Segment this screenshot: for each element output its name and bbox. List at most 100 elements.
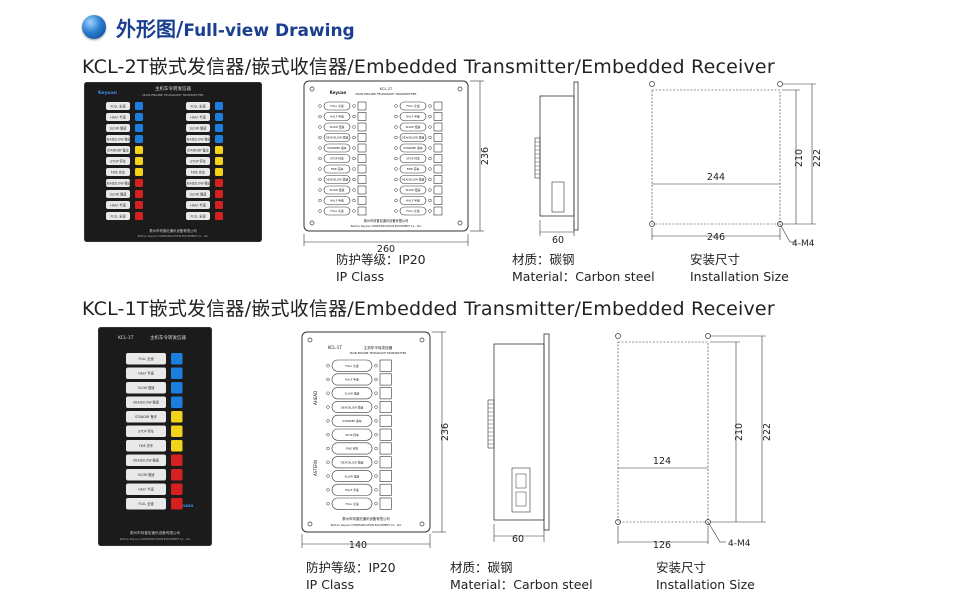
photo-order-button (106, 168, 130, 176)
photo-order-lamp (135, 124, 143, 132)
photo-order-label: SLOW 慢速 (138, 472, 156, 477)
installation-size-label-2: 安装尺寸 Installation Size (656, 560, 755, 592)
drawing-order-lamp (379, 456, 392, 469)
drawing-order-lamp (433, 154, 443, 163)
drawing-order-lamp (433, 196, 443, 205)
drawing-order-lamp (379, 470, 392, 482)
photo-order-lamp (215, 157, 223, 165)
drawing-order-lamp (357, 133, 367, 142)
photo-order-button (106, 179, 130, 187)
drawing-order-button (323, 122, 351, 132)
mount-hole (649, 221, 655, 227)
cutout-outline (651, 89, 781, 225)
kcl-2t-photo: 主机车令转发信器 MAIN ENGINE TELEGRAPH TRANSMITT… (84, 82, 262, 242)
front-panel-outline (303, 80, 469, 232)
drawing-indicator (394, 135, 398, 140)
drawing-order-lamp (433, 122, 443, 132)
drawing-order-label: FULL 全速 (330, 209, 343, 213)
drawing-order-label: STANDBY 备车 (403, 146, 423, 150)
drawing-indicator (428, 156, 432, 161)
photo-order-button (186, 190, 210, 198)
photo-order-lamp (215, 113, 223, 121)
photo-order-label: SLOW 慢速 (190, 191, 208, 196)
photo-order-lamp (171, 483, 183, 495)
ip-class-label-2: 防护等级：IP20 IP Class (306, 560, 396, 592)
drawing-order-label: SLOW 慢速 (330, 125, 345, 129)
drawing-order-label: FULL 全速 (345, 364, 358, 368)
drawing-order-button (331, 359, 373, 372)
drawing-order-label: FWE 完车 (331, 167, 344, 171)
drawing-order-button (399, 164, 427, 174)
drawing-indicator (326, 377, 330, 382)
photo-order-label: DEADSLOW 微速 (185, 180, 212, 185)
drawing-indicator (394, 114, 398, 119)
photo-brand: Keyuan (175, 503, 194, 509)
drawing-company: 泰州市柯普尼通讯设备有限公司 (364, 218, 409, 223)
drawing-indicator (394, 156, 398, 161)
drawing-indicator (428, 114, 432, 119)
photo-order-lamp (215, 124, 223, 132)
photo-order-label: FWE 完车 (111, 169, 125, 174)
photo-order-lamp (215, 190, 223, 198)
photo-order-label: FULL 全速 (190, 213, 206, 218)
drawing-order-button (323, 133, 351, 142)
photo-order-button (126, 411, 166, 423)
kcl-1t-side-drawing: 60 (487, 333, 550, 545)
drawing-order-button (331, 401, 373, 414)
ip-class-label-1: 防护等级：IP20 IP Class (336, 252, 426, 284)
drawing-indicator (428, 146, 432, 150)
photo-order-label: DEADSLOW 微速 (133, 400, 160, 405)
photo-order-label: DEADSLOW 微速 (133, 458, 160, 463)
drawing-indicator (352, 188, 356, 192)
drawing-indicator (394, 209, 398, 213)
drawing-order-label: HALF 半速 (406, 199, 420, 203)
drawing-indicator (352, 104, 356, 108)
photo-order-button (106, 113, 130, 121)
drawing-order-button (323, 164, 351, 174)
drawing-order-button (323, 206, 351, 216)
photo-order-lamp (171, 425, 183, 437)
photo-order-lamp (215, 168, 223, 176)
front-width-value: 140 (349, 540, 367, 551)
photo-order-label: FWE 完车 (139, 443, 153, 448)
section2-title: KCL-1T嵌式发信器/嵌式收信器/Embedded Transmitter/E… (82, 298, 775, 320)
drawing-indicator (374, 391, 378, 395)
drawing-order-lamp (357, 164, 367, 174)
drawing-order-button (331, 483, 373, 496)
drawing-indicator (352, 177, 356, 182)
drawing-order-lamp (379, 414, 392, 427)
photo-order-button (126, 396, 166, 408)
photo-order-button (126, 353, 166, 365)
photo-order-lamp (171, 411, 183, 423)
mount-hole (419, 337, 425, 343)
drawing-order-lamp (379, 442, 392, 455)
drawing-indicator (318, 177, 322, 182)
photo-order-label: SLOW 慢速 (138, 385, 156, 390)
drawing-order-label: HALF 半速 (330, 199, 344, 203)
photo-order-lamp (215, 146, 223, 154)
drawing-order-label: SLOW 慢速 (345, 474, 360, 478)
drawing-order-button (331, 387, 373, 400)
drawing-order-lamp (379, 373, 392, 386)
photo-order-button (106, 212, 130, 220)
photo-order-button (126, 367, 166, 379)
kcl-2t-installation-drawing: 244 246 210 222 4-M4 (649, 81, 823, 249)
drawing-order-lamp (433, 143, 443, 153)
mount-hole (307, 337, 313, 343)
photo-order-lamp (135, 146, 143, 154)
side-terminal-block (551, 181, 565, 213)
drawing-indicator (326, 446, 330, 451)
drawing-indicator (326, 419, 330, 423)
drawing-order-label: DEADSLOW 微速 (402, 136, 425, 140)
drawing-indicator (318, 146, 322, 150)
drawing-order-lamp (433, 164, 443, 174)
photo-order-label: FULL 全速 (110, 213, 126, 218)
drawing-order-lamp (357, 143, 367, 153)
drawing-order-button (323, 185, 351, 195)
drawing-indicator (326, 391, 330, 395)
photo-order-button (186, 102, 210, 110)
drawing-order-lamp (433, 206, 443, 216)
drawing-order-lamp (433, 133, 443, 142)
drawing-order-lamp (433, 175, 443, 184)
drawing-order-label: STOP 停车 (330, 157, 344, 161)
